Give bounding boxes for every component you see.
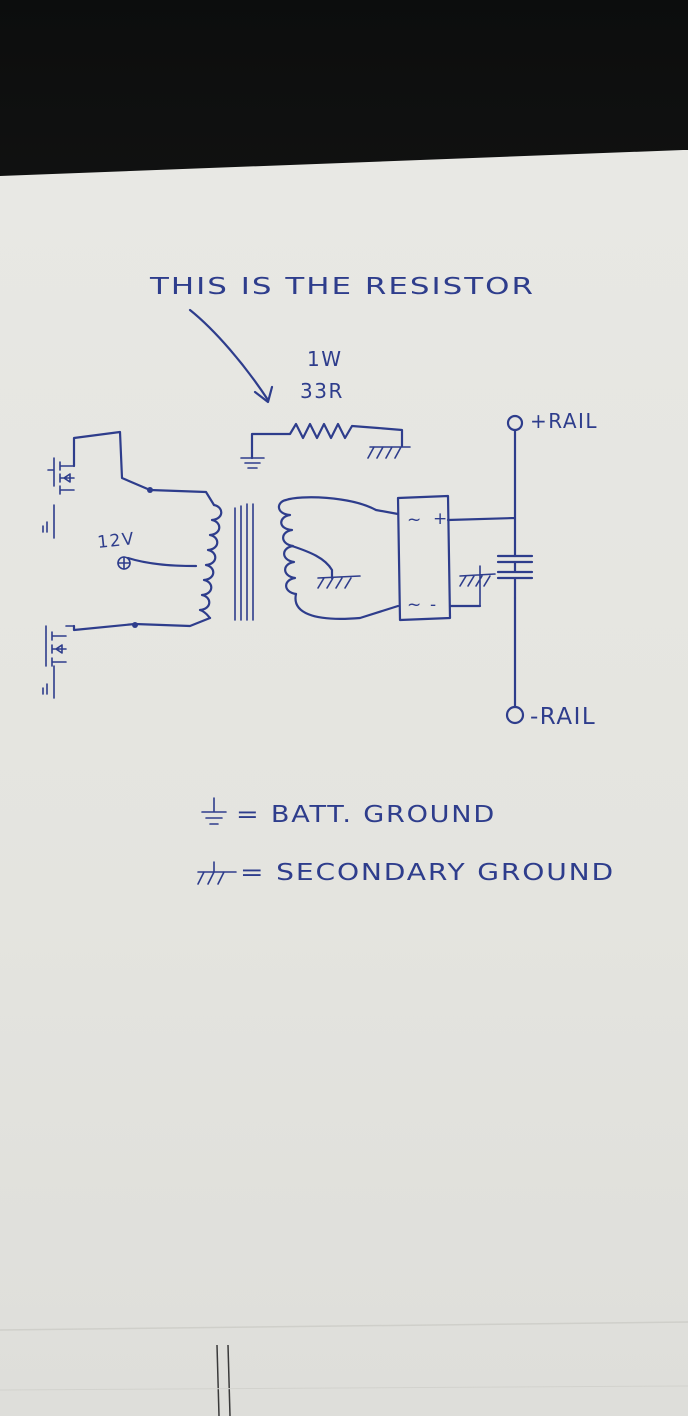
batt-ground-legend-text: = BATT. GROUND xyxy=(236,802,496,828)
secondary-ground-symbol xyxy=(367,446,411,459)
paper-binding-line xyxy=(216,1344,220,1416)
rectifier-plus: + xyxy=(433,509,449,529)
resistor-value-label: 33R xyxy=(300,379,344,403)
negative-rail-terminal xyxy=(505,705,525,725)
secondary-center-tap xyxy=(290,544,334,580)
capacitor-ground xyxy=(459,565,496,607)
upper-mosfet-ground xyxy=(42,504,55,539)
supply-plus-sign xyxy=(117,556,131,570)
annotation-arrow xyxy=(188,308,270,402)
negative-rail-wire xyxy=(448,516,517,708)
center-tap-wire xyxy=(126,556,198,568)
paper-binding-line xyxy=(227,1344,231,1416)
negative-rail-label: -RAIL xyxy=(530,704,596,730)
supply-voltage-label: 12V xyxy=(96,529,136,553)
paper-ruling-line xyxy=(0,1385,688,1391)
junction-dot xyxy=(132,622,138,628)
paper-sheet xyxy=(0,150,688,1416)
rectifier-ac-bottom: ~ xyxy=(407,595,423,615)
batt-ground-legend-icon xyxy=(201,797,227,825)
bridge-rectifier-box xyxy=(396,494,452,622)
junction-dot xyxy=(147,487,153,493)
rectifier-ac-top: ~ xyxy=(407,510,423,530)
secondary-ground-legend-icon xyxy=(197,861,237,885)
secondary-wire-bottom xyxy=(294,592,400,620)
upper-mosfet-symbol xyxy=(47,457,75,495)
secondary-wire-top xyxy=(284,496,400,516)
annotation-arrowhead xyxy=(253,385,274,404)
paper-page-edge xyxy=(0,1321,688,1331)
transformer-core xyxy=(234,503,254,621)
positive-rail-label: +RAIL xyxy=(530,409,598,433)
rectifier-minus: - xyxy=(430,595,438,615)
lower-mosfet-ground xyxy=(42,665,55,699)
center-tap-ground xyxy=(317,575,361,589)
resistor-symbol xyxy=(250,422,404,460)
secondary-ground-legend-text: = SECONDARY GROUND xyxy=(240,860,615,886)
lower-mosfet-symbol xyxy=(45,625,75,667)
annotation-title: THIS IS THE RESISTOR xyxy=(149,274,535,300)
resistor-power-label: 1W xyxy=(307,347,343,371)
positive-rail-terminal xyxy=(506,414,524,432)
batt-ground-symbol xyxy=(240,457,265,469)
transformer-primary-coil xyxy=(198,503,223,620)
primary-wire-top xyxy=(72,430,216,507)
filter-capacitor xyxy=(496,554,534,600)
